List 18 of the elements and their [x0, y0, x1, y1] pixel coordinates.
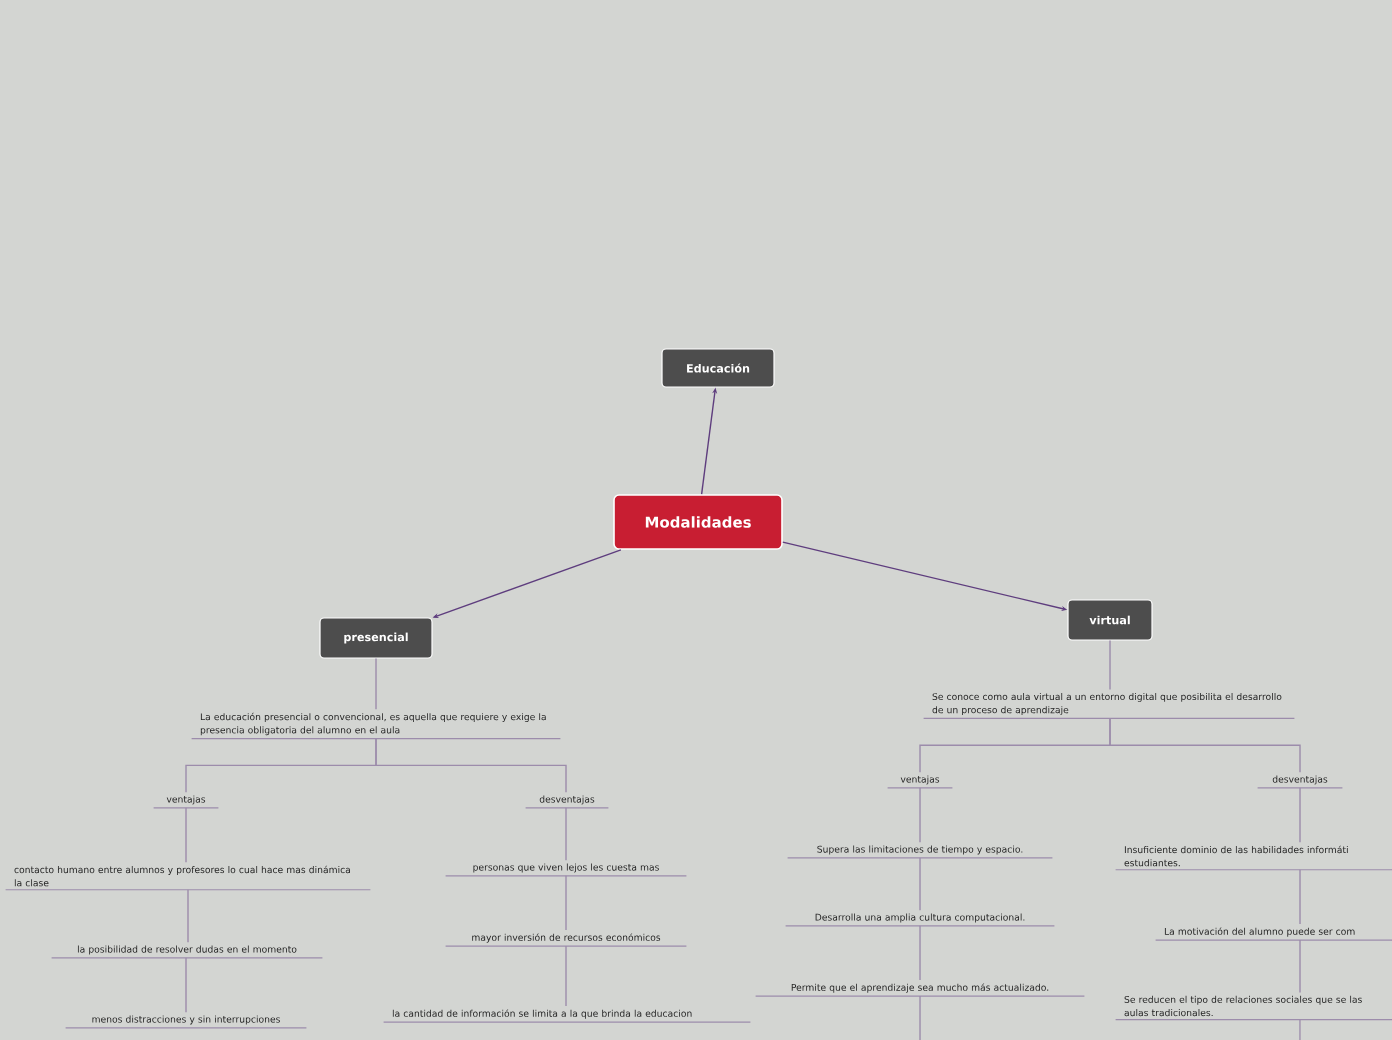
- connector: [919, 995, 921, 1040]
- connector: [1109, 639, 1111, 691]
- connector: [185, 957, 187, 1013]
- connector: [1109, 717, 1301, 773]
- connector: [565, 875, 567, 931]
- connector: [919, 787, 921, 843]
- connector: [1299, 869, 1301, 925]
- connector: [919, 857, 921, 911]
- connector: [1299, 1018, 1301, 1040]
- connector: [1299, 787, 1301, 843]
- connector: [375, 737, 567, 793]
- connector: [1299, 939, 1301, 994]
- connector: [187, 889, 189, 943]
- connector: [565, 807, 567, 861]
- connector: [185, 807, 187, 863]
- connector: [375, 657, 377, 711]
- connector: [919, 925, 921, 981]
- connector: [565, 945, 567, 1007]
